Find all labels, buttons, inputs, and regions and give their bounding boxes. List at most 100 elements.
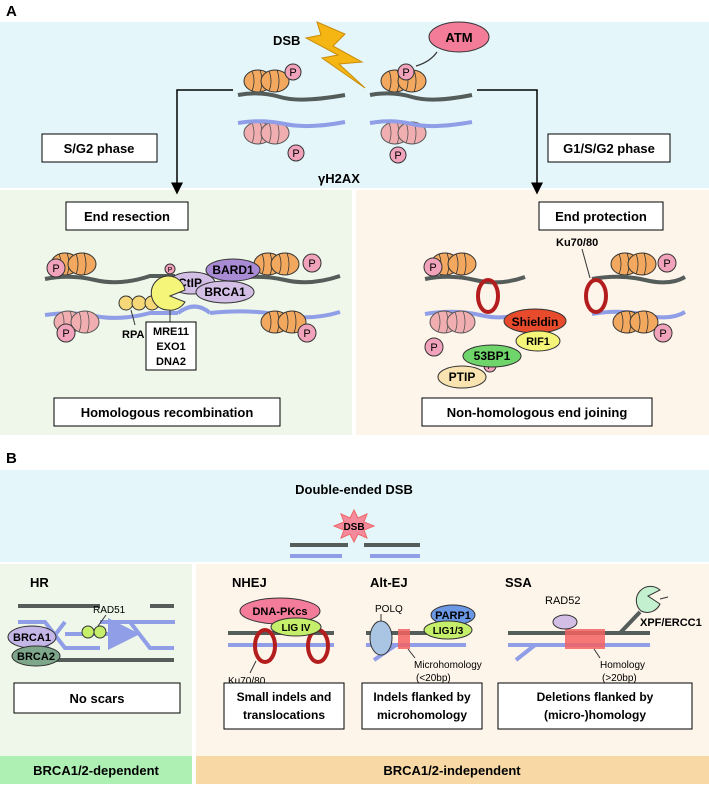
phospho-marks-top: P P P P [284,63,415,164]
bard1-label: BARD1 [212,263,254,277]
lightning-bolt-icon [304,21,366,89]
rpa-label: RPA [122,329,144,341]
chromatin-left [237,69,346,145]
g1sg2-phase-label: G1/S/G2 phase [563,141,655,156]
nhej-b-outcome-line2: translocations [243,708,325,722]
53bp1-label: 53BP1 [474,349,511,363]
hr-b-title: HR [30,575,49,590]
hr-outcome-box [53,397,281,427]
arrow-to-end-resection [171,89,233,195]
panel-b-letter: B [6,450,17,467]
nuclease-mre11: MRE11 [153,326,189,338]
nuclease-pacman [150,275,186,311]
nhej-b-title: NHEJ [232,575,267,590]
brca1-protein [195,280,255,304]
panel-a-top-background [0,22,709,188]
brca-independent-bar [196,756,709,784]
ssa-title: SSA [505,575,532,590]
xpf-ercc1-label: XPF/ERCC1 [640,617,702,629]
rad51-monomer-1 [81,625,95,639]
svg-text:P: P [663,258,670,270]
hr-b-outcome: No scars [70,691,125,706]
ku-b-label: Ku70/80 [228,676,266,687]
ssa-dna [508,610,650,662]
svg-text:P: P [62,328,69,340]
lig13-protein [423,620,473,640]
xpf-ercc1-protein [635,585,661,613]
nuclease-dna2: DNA2 [156,356,186,368]
microhomology-label: Microhomology [414,660,482,671]
sg2-phase-label: S/G2 phase [64,141,135,156]
svg-text:P: P [659,328,666,340]
lig4-protein [270,617,322,637]
brca1-b-label: BRCA1 [13,632,51,644]
polq-label: POLQ [375,604,403,615]
svg-text:P: P [303,328,310,340]
dsb-star-label: DSB [343,522,364,533]
parp1-label: PARP1 [435,610,471,622]
rad51-monomer-2 [93,625,107,639]
gamma-h2ax-label: γH2AX [318,171,360,186]
arrow-to-end-protection [477,89,543,195]
g1sg2-phase-box [547,133,671,163]
rif1-protein [515,330,561,352]
brca-dependent-bar [0,756,192,784]
svg-text:P: P [430,342,437,354]
svg-text:P: P [308,258,315,270]
ssa-outcome-line1: Deletions flanked by [537,690,654,704]
nuclease-exo1: EXO1 [156,341,185,353]
homology-size: (>20bp) [602,673,637,684]
rad51-label: RAD51 [93,605,126,616]
lig4-label: LIG IV [282,623,311,634]
end-protection-label: End protection [555,209,647,224]
microhomology-size: (<20bp) [416,673,451,684]
svg-text:P: P [52,263,59,275]
end-resection-label: End resection [84,209,170,224]
nhej-b-outcome-box [223,682,345,730]
brca2-label: BRCA2 [17,651,55,663]
ku-label-a: Ku70/80 [556,237,598,249]
homology-label: Homology [600,660,645,671]
chromatin-right [369,69,473,145]
polq-protein [369,620,393,656]
rif1-label: RIF1 [526,336,550,348]
ptip-protein [437,365,487,389]
nuclease-box [145,321,197,371]
end-resection-box [65,201,189,231]
svg-text:P: P [429,262,436,274]
lig13-label: LIG1/3 [433,626,464,637]
dnapkcs-label: DNA-PKcs [252,606,307,618]
atm-label: ATM [445,30,472,45]
altej-outcome-line2: microhomology [377,708,467,722]
ptip-label: PTIP [449,370,476,384]
sg2-phase-box [41,133,158,163]
ssa-outcome-box [497,682,693,730]
atm-protein [428,21,490,53]
brca1-label: BRCA1 [204,285,246,299]
end-protection-box [538,201,664,231]
ssa-outcome-line2: (micro-)homology [544,708,646,722]
svg-text:P: P [168,267,173,274]
53bp1-protein [462,344,522,368]
hr-phospho-marks: P P P P P [46,253,322,343]
svg-text:P: P [402,67,409,79]
svg-text:P: P [289,67,296,79]
nhej-outcome-label: Non-homologous end joining [447,405,628,420]
altej-outcome-box [361,682,483,730]
altej-outcome-line1: Indels flanked by [373,690,471,704]
svg-text:P: P [394,150,401,162]
dsb-label: DSB [273,33,300,48]
rad52-protein [552,614,578,630]
double-ended-dsb-title: Double-ended DSB [295,482,413,497]
brca2-protein [11,645,61,667]
double-ended-dsb-dna [290,543,420,558]
altej-title: Alt-EJ [370,575,408,590]
brca-dependent-label: BRCA1/2-dependent [33,763,159,778]
nhej-outcome-box [421,397,653,427]
rad52-label: RAD52 [545,595,580,607]
panel-a-letter: A [6,3,17,20]
svg-text:P: P [292,148,299,160]
dsb-star-icon [332,508,376,544]
hr-b-outcome-box [13,682,181,714]
